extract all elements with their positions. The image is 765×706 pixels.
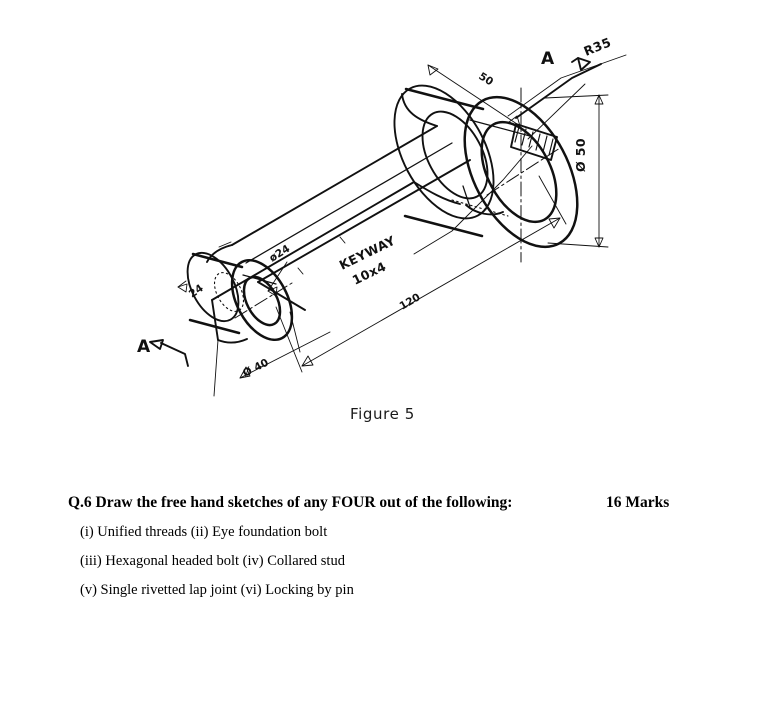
dimension-centre-distance-120: 120	[275, 175, 567, 373]
annotation-section-letter-bottom: A	[137, 337, 151, 357]
keyway-slot	[510, 123, 558, 161]
question-option-line-2: (iii) Hexagonal headed bolt (iv) Collare…	[80, 553, 345, 569]
large-boss	[393, 84, 579, 263]
dimension-diameter-50: Ø 50	[544, 94, 609, 248]
annotation-section-letter-top: A	[541, 49, 555, 69]
question-option-line-1: (i) Unified threads (ii) Eye foundation …	[80, 524, 328, 540]
annotation-fillet-radius: R35	[582, 34, 614, 58]
question-6-block: Q.6 Draw the free hand sketches of any F…	[0, 488, 765, 605]
construction-ticks	[218, 236, 346, 275]
question-heading: Q.6 Draw the free hand sketches of any F…	[0, 488, 765, 518]
annotation-big-bore-diameter: Ø 50	[573, 138, 588, 172]
question-marks: 16 Marks	[606, 494, 670, 511]
isometric-drawing-svg: Ø 50 R35 A 50	[137, 34, 627, 397]
section-arrow-top: A	[515, 49, 602, 119]
annotation-small-boss-outer: Ø 40	[241, 357, 271, 380]
annotation-big-boss-length: 50	[476, 70, 495, 88]
annotation-centre-distance: 120	[398, 291, 423, 312]
question-option-line-3: (v) Single rivetted lap joint (vi) Locki…	[80, 582, 354, 598]
dimension-small-boss-length-24: 24	[177, 280, 206, 300]
dimension-radius-35: R35	[507, 34, 627, 140]
small-boss	[186, 244, 294, 344]
section-arrow-bottom: A	[137, 337, 189, 367]
dimension-boss-length-50: 50	[427, 64, 521, 127]
figure-5-drawing: Ø 50 R35 A 50	[137, 34, 627, 423]
figure-caption: Figure 5	[350, 405, 415, 423]
question-heading-text: Q.6 Draw the free hand sketches of any F…	[68, 494, 513, 511]
